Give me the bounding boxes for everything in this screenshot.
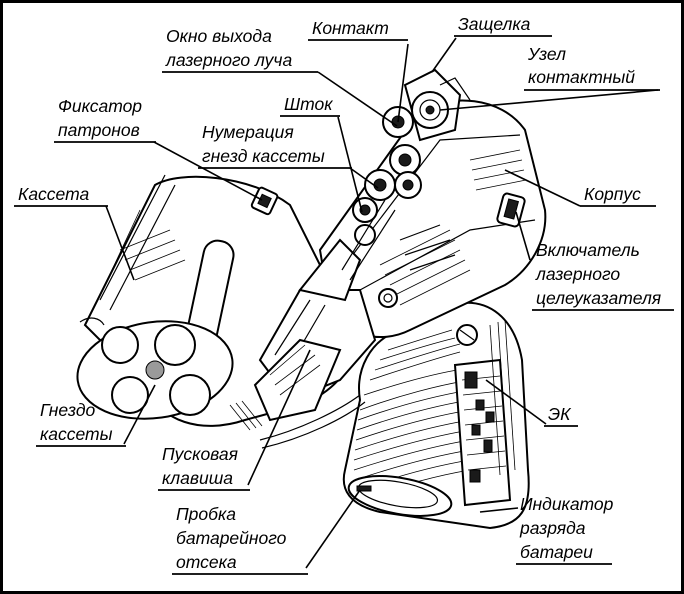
label-korpus: Корпус bbox=[584, 184, 641, 204]
label-gnezdo-line2: кассеты bbox=[40, 424, 113, 444]
grip bbox=[342, 301, 530, 530]
label-kasseta: Кассета bbox=[18, 184, 89, 204]
label-puskovaya-line1: Пусковая bbox=[162, 444, 238, 464]
label-indikator-line1: Индикатор bbox=[520, 494, 614, 514]
leader-kasseta bbox=[105, 205, 135, 281]
label-ek: ЭК bbox=[548, 404, 572, 424]
leader-shtok bbox=[337, 116, 363, 213]
label-kontakt: Контакт bbox=[312, 18, 389, 38]
body bbox=[318, 99, 547, 339]
label-numeratsiya-line2: гнезд кассеты bbox=[202, 146, 325, 166]
label-uzel-line1: Узел bbox=[527, 44, 566, 64]
label-probka-line3: отсека bbox=[176, 552, 237, 572]
leader-fiksator bbox=[153, 141, 263, 201]
leader-puskovaya bbox=[247, 349, 311, 486]
leader-korpus bbox=[504, 169, 581, 207]
label-numeratsiya-line1: Нумерация bbox=[202, 122, 294, 142]
leader-gnezdo bbox=[123, 384, 156, 445]
device-illustration bbox=[76, 68, 547, 530]
leader-zashchelka bbox=[431, 37, 457, 73]
label-uzel-line2: контактный bbox=[528, 67, 635, 87]
leader-numeratsiya bbox=[349, 167, 379, 189]
label-probka-line2: батарейного bbox=[176, 528, 287, 548]
label-vklyuchatel-line2: лазерного bbox=[535, 264, 620, 284]
leader-uzel bbox=[439, 89, 659, 111]
label-okno-line2: лазерного луча bbox=[165, 50, 292, 70]
leader-okno bbox=[317, 71, 398, 127]
label-gnezdo-line1: Гнездо bbox=[40, 400, 96, 420]
leader-indikator bbox=[479, 507, 519, 513]
label-indikator-line3: батареи bbox=[520, 542, 593, 562]
labels: Окно выхода лазерного луча Контакт Защел… bbox=[14, 14, 674, 575]
label-fiksator-line2: патронов bbox=[58, 120, 140, 140]
cassette bbox=[76, 174, 357, 431]
label-vklyuchatel-line3: целеуказателя bbox=[536, 288, 661, 308]
label-puskovaya-line2: клавиша bbox=[162, 468, 233, 488]
trigger bbox=[253, 289, 377, 449]
leader-lines bbox=[105, 37, 659, 569]
label-probka-line1: Пробка bbox=[176, 504, 236, 524]
label-okno-line1: Окно выхода bbox=[166, 26, 272, 46]
label-zashchelka: Защелка bbox=[458, 14, 531, 34]
leader-kontakt bbox=[397, 43, 409, 123]
frame bbox=[298, 199, 456, 302]
label-vklyuchatel-line1: Включатель bbox=[536, 240, 640, 260]
leader-vklyuchatel bbox=[515, 211, 531, 261]
leader-probka bbox=[305, 489, 361, 569]
label-fiksator-line1: Фиксатор bbox=[58, 96, 142, 116]
leader-ek bbox=[485, 379, 547, 425]
label-shtok: Шток bbox=[284, 94, 333, 114]
label-indikator-line2: разряда bbox=[519, 518, 586, 538]
